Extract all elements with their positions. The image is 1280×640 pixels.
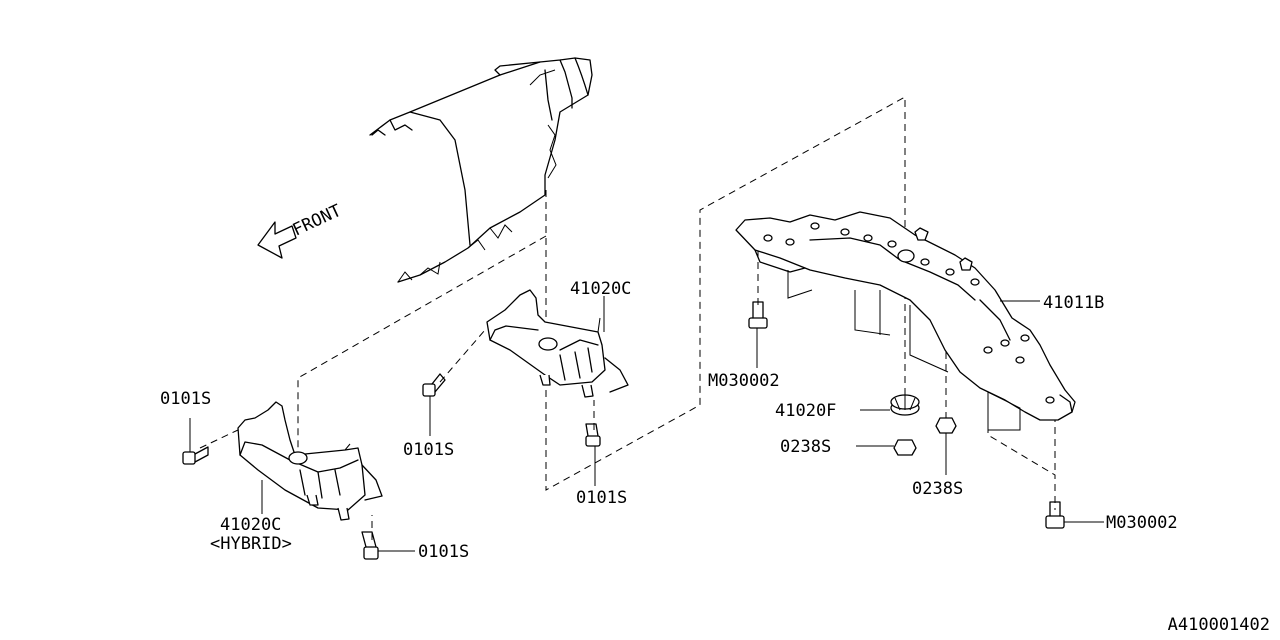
callout-bolt-left: 0101S [160,389,211,409]
callout-mount-center: 41020C [570,279,631,299]
bolt-mid-lower-icon [585,423,601,447]
assembly-lines [199,96,1056,540]
callout-bolt-mid: 0101S [403,440,454,460]
bolt-mid-icon [422,373,446,397]
callout-bolt-cross-upper: M030002 [708,371,780,391]
leader-lines [189,296,1104,552]
nut-center-icon [893,439,917,456]
callout-nut-center: 0238S [780,437,831,457]
bolt-cross-lower-icon [1045,501,1065,529]
callout-crossmember: 41011B [1043,293,1104,313]
hybrid-mount-bracket [237,401,383,521]
callout-bolt-mid-lower: 0101S [576,488,627,508]
bolt-left-icon [182,446,209,465]
transmission-housing [369,57,593,283]
callout-mount-hybrid: 41020C [220,515,281,535]
callout-nut-right: 0238S [912,479,963,499]
center-mount-bracket [486,289,629,398]
callout-bushing: 41020F [775,401,836,421]
callout-bolt-cross-lower: M030002 [1106,513,1178,533]
diagram-id: A410001402 [1168,615,1270,635]
bolt-cross-upper-icon [748,301,768,329]
bolt-hybrid-lower-icon [361,531,379,560]
crossmember [735,211,1076,431]
front-label: FRONT [290,201,345,241]
nut-right-icon [935,417,957,434]
bushing-icon [890,394,920,416]
callout-mount-hybrid-note: <HYBRID> [210,534,292,554]
callout-bolt-hybrid-lower: 0101S [418,542,469,562]
front-arrow-icon [257,221,297,259]
